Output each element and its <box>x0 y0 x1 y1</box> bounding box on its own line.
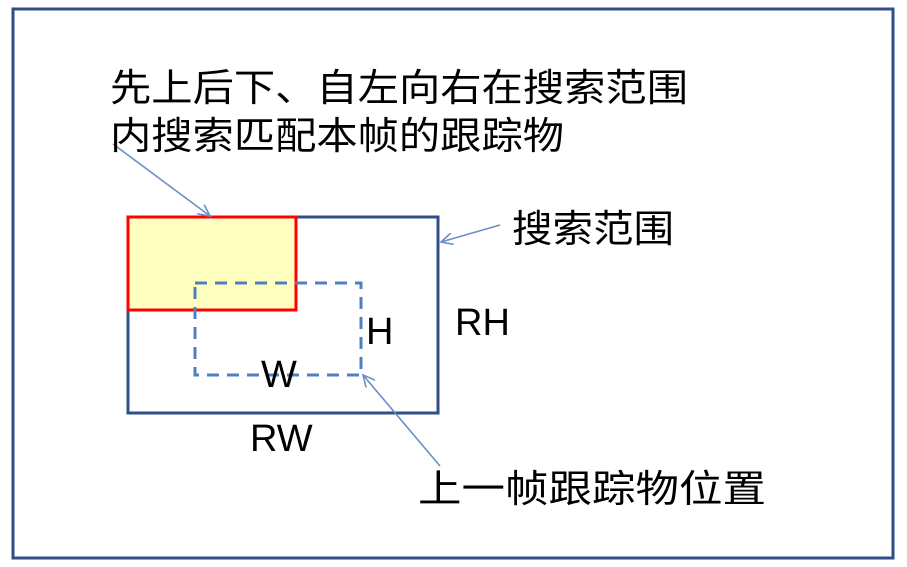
match-window-rect <box>126 215 298 312</box>
search-range-label: 搜索范围 <box>512 207 674 251</box>
match-description-line2: 内搜索匹配本帧的跟踪物 <box>110 114 564 158</box>
arrow-to-match-window <box>112 143 210 216</box>
arrow-to-previous-target <box>363 375 441 467</box>
previous-position-label: 上一帧跟踪物位置 <box>418 467 766 511</box>
arrow-to-search-range <box>441 224 501 242</box>
previous-target-rect <box>193 281 363 377</box>
search-width-label: RW <box>250 418 313 460</box>
target-height-label: H <box>366 311 393 353</box>
match-description-line1: 先上后下、自左向右在搜索范围 <box>110 66 688 110</box>
target-width-label: W <box>261 354 297 396</box>
search-height-label: RH <box>455 302 510 344</box>
